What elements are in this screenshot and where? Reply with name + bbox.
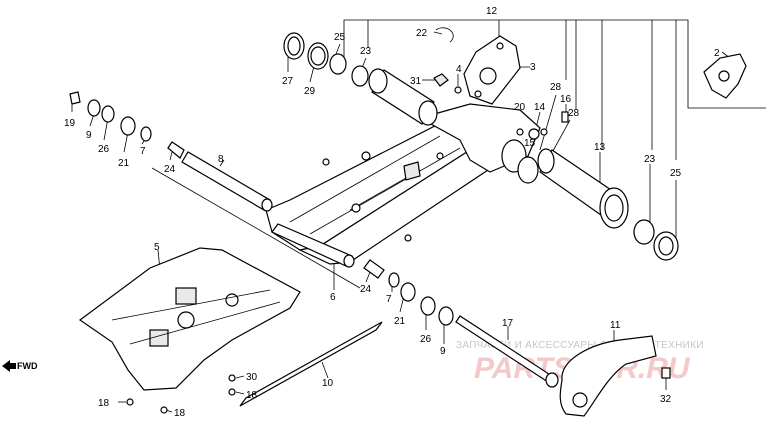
callout-4: 4 bbox=[456, 64, 462, 75]
caliper-bracket bbox=[433, 27, 521, 105]
fwd-label: FWD bbox=[17, 361, 38, 371]
callout-32: 32 bbox=[660, 394, 672, 405]
callout-18-bottom: 18 bbox=[174, 408, 186, 419]
callout-15: 15 bbox=[524, 138, 536, 149]
callout-14: 14 bbox=[534, 102, 546, 113]
callout-8: 8 bbox=[218, 154, 224, 165]
callout-11: 11 bbox=[610, 320, 621, 331]
callout-5: 5 bbox=[154, 242, 160, 253]
callout-labels: 12 2 3 4 5 6 7 7 8 9 9 10 11 13 14 15 16… bbox=[64, 6, 720, 419]
callout-18-left: 18 bbox=[98, 398, 110, 409]
skid-bolts bbox=[228, 374, 236, 396]
callout-7-right: 7 bbox=[386, 294, 392, 305]
callout-17: 17 bbox=[502, 318, 514, 329]
callout-28-lower: 28 bbox=[568, 108, 580, 119]
right-pivot-bushings bbox=[363, 259, 454, 326]
callout-12: 12 bbox=[486, 6, 498, 17]
callout-24-left: 24 bbox=[164, 164, 176, 175]
leader-lines bbox=[71, 19, 766, 413]
callout-13: 13 bbox=[594, 142, 606, 153]
callout-28-upper: 28 bbox=[550, 82, 562, 93]
pivot-tube bbox=[181, 151, 355, 268]
watermark-text: ЗАПЧАСТИ И АКСЕССУАРЫ ДЛЯ МОТОТЕХНИКИ bbox=[456, 340, 704, 351]
callout-29: 29 bbox=[304, 86, 316, 97]
callout-26-right: 26 bbox=[420, 334, 432, 345]
rear-axle-hanger bbox=[455, 315, 671, 417]
callout-9-right: 9 bbox=[440, 346, 446, 357]
callout-3: 3 bbox=[530, 62, 536, 73]
forward-arrow: FWD bbox=[2, 360, 38, 372]
callout-20: 20 bbox=[514, 102, 526, 113]
cable-guide bbox=[703, 53, 747, 99]
callout-21-right: 21 bbox=[394, 316, 406, 327]
callout-22: 22 bbox=[416, 28, 428, 39]
callout-18-right: 18 bbox=[246, 390, 258, 401]
arrow-icon bbox=[2, 360, 16, 372]
callout-7-left: 7 bbox=[140, 146, 146, 157]
callout-16: 16 bbox=[560, 94, 572, 105]
callout-6: 6 bbox=[330, 292, 336, 303]
breather-fittings bbox=[516, 111, 569, 140]
skid-plate bbox=[78, 247, 301, 414]
callout-26-left: 26 bbox=[98, 144, 110, 155]
left-pivot-bushings bbox=[69, 91, 185, 159]
guard-strip bbox=[239, 321, 383, 407]
drive-shaft-housing bbox=[517, 148, 679, 261]
callout-25-right: 25 bbox=[670, 168, 682, 179]
callout-27: 27 bbox=[282, 76, 294, 87]
callout-9-left: 9 bbox=[86, 130, 92, 141]
callout-23-left: 23 bbox=[360, 46, 372, 57]
callout-24-right: 24 bbox=[360, 284, 372, 295]
left-drive-seals bbox=[283, 32, 438, 126]
callout-31: 31 bbox=[410, 76, 422, 87]
swingarm-frame bbox=[265, 103, 541, 265]
callout-10: 10 bbox=[322, 378, 334, 389]
callout-21-left: 21 bbox=[118, 158, 130, 169]
callout-23-right: 23 bbox=[644, 154, 656, 165]
callout-19: 19 bbox=[64, 118, 76, 129]
callout-25-left: 25 bbox=[334, 32, 346, 43]
callout-30: 30 bbox=[246, 372, 258, 383]
callout-2: 2 bbox=[714, 48, 720, 59]
